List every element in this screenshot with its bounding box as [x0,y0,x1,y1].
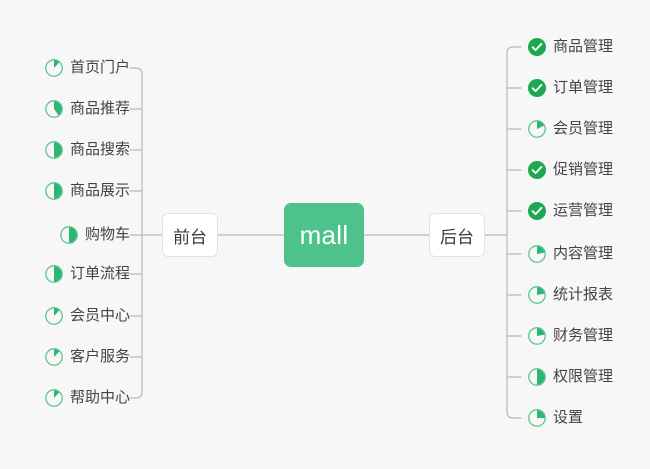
progress-pie-icon [527,367,547,387]
branch-node-frontend[interactable]: 前台 [162,213,218,257]
progress-pie-icon [527,244,547,264]
leaf-item-label: 帮助中心 [69,389,130,406]
branch-node-backend-label: 后台 [440,227,474,247]
leaf-item-label: 商品展示 [69,182,130,199]
leaf-item-label: 商品管理 [553,38,614,55]
leaf-item-label: 权限管理 [553,368,614,385]
progress-pie-icon [44,58,64,78]
leaf-item[interactable]: 帮助中心 [44,386,130,410]
leaf-item-label: 会员中心 [69,307,130,324]
center-node-mall[interactable]: mall [284,203,364,267]
leaf-item[interactable]: 订单管理 [527,76,613,100]
connector-path [135,67,143,399]
check-circle-icon [527,37,547,57]
leaf-item[interactable]: 内容管理 [527,242,613,266]
leaf-item[interactable]: 运营管理 [527,199,613,223]
progress-pie-icon [59,225,79,245]
leaf-item[interactable]: 设置 [527,406,583,430]
leaf-item-label: 促销管理 [553,161,614,178]
progress-pie-icon [44,306,64,326]
check-circle-icon [527,78,547,98]
leaf-item[interactable]: 商品展示 [44,179,130,203]
leaf-item[interactable]: 商品管理 [527,35,613,59]
check-circle-icon [527,160,547,180]
progress-pie-icon [44,181,64,201]
progress-pie-icon [527,285,547,305]
progress-pie-icon [44,347,64,367]
leaf-item[interactable]: 商品推荐 [44,97,130,121]
branch-node-frontend-label: 前台 [173,227,207,247]
leaf-item-label: 设置 [553,409,584,426]
leaf-item[interactable]: 会员中心 [44,304,130,328]
branch-node-backend[interactable]: 后台 [429,213,485,257]
leaf-item-label: 订单流程 [69,265,130,282]
progress-pie-icon [44,140,64,160]
leaf-item[interactable]: 财务管理 [527,324,613,348]
leaf-item-label: 购物车 [84,226,130,243]
leaf-item-label: 客户服务 [69,348,130,365]
check-circle-icon [527,201,547,221]
leaf-item-label: 运营管理 [553,202,614,219]
center-node-label: mall [299,219,349,250]
progress-pie-icon [44,99,64,119]
leaf-item-label: 会员管理 [553,120,614,137]
leaf-item[interactable]: 购物车 [59,223,130,247]
leaf-item[interactable]: 权限管理 [527,365,613,389]
leaf-item[interactable]: 统计报表 [527,283,613,307]
leaf-item[interactable]: 商品搜索 [44,138,130,162]
progress-pie-icon [527,408,547,428]
leaf-item[interactable]: 首页门户 [44,56,130,80]
progress-pie-icon [44,264,64,284]
leaf-item-label: 商品推荐 [69,100,130,117]
leaf-item-label: 统计报表 [553,286,614,303]
leaf-item-label: 首页门户 [69,59,130,76]
progress-pie-icon [44,388,64,408]
progress-pie-icon [527,326,547,346]
leaf-item[interactable]: 订单流程 [44,262,130,286]
leaf-item-label: 订单管理 [553,79,614,96]
leaf-item-label: 财务管理 [553,327,614,344]
leaf-item[interactable]: 客户服务 [44,345,130,369]
leaf-item-label: 商品搜索 [69,141,130,158]
progress-pie-icon [527,119,547,139]
leaf-item-label: 内容管理 [553,245,614,262]
connector-path [506,46,514,419]
leaf-item[interactable]: 促销管理 [527,158,613,182]
leaf-item[interactable]: 会员管理 [527,117,613,141]
